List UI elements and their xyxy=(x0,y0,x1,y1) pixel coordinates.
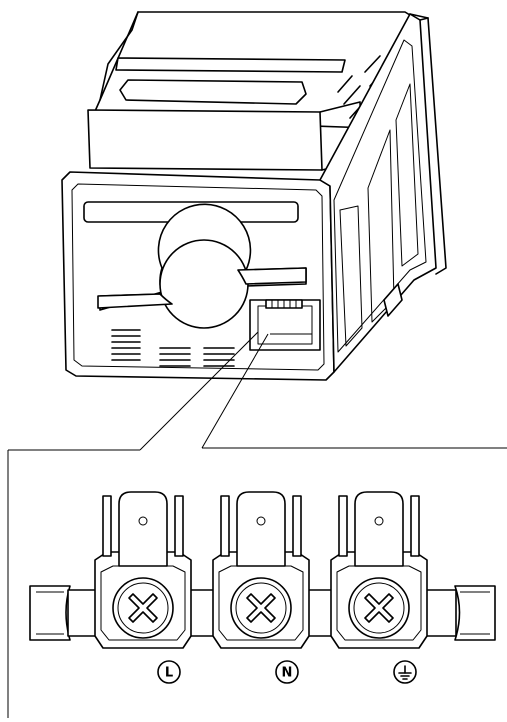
terminal-earth xyxy=(330,491,428,684)
top-strip xyxy=(115,57,346,73)
terminal-neutral: N xyxy=(212,491,310,684)
terminal-label-neutral: N xyxy=(282,666,293,681)
terminal-live: L xyxy=(94,491,192,684)
earth-ground-icon xyxy=(398,665,412,680)
side-handle xyxy=(383,283,403,317)
rail-right xyxy=(454,585,496,641)
top-cover xyxy=(119,79,307,105)
oven-rear-view xyxy=(61,11,447,381)
terminal-block-miniature xyxy=(265,299,303,309)
rail-left xyxy=(29,585,71,641)
terminal-label-live: L xyxy=(165,666,173,681)
bottom-vents xyxy=(111,329,235,367)
fan-housing xyxy=(87,109,323,171)
callout-lines xyxy=(7,331,507,718)
